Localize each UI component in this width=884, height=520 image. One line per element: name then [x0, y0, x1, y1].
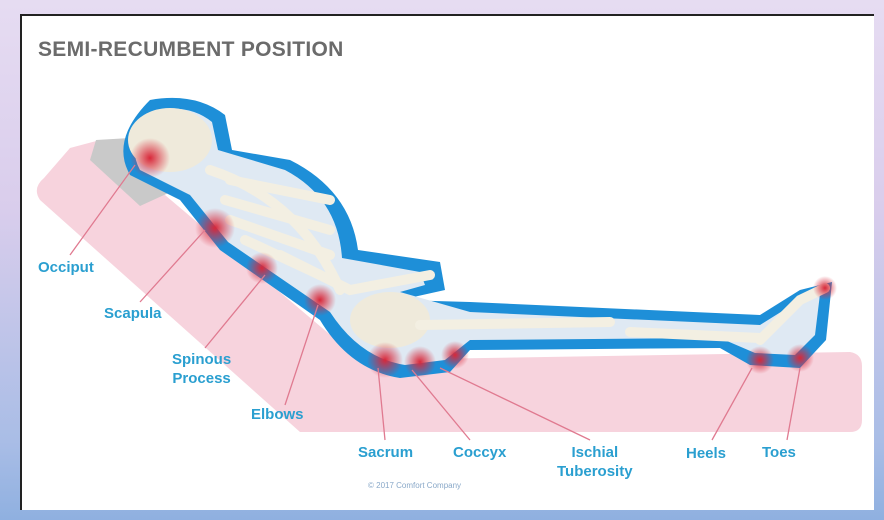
leader-scapula — [139, 229, 206, 303]
copyright: © 2017 Comfort Company — [368, 481, 462, 490]
ribs — [220, 175, 335, 280]
mattress — [36, 140, 863, 432]
pressure-sacrum — [367, 342, 403, 378]
pressure-scapula — [195, 208, 235, 248]
leader-occiput — [69, 164, 136, 256]
pressure-toe-tip — [813, 276, 837, 300]
leader-lines — [69, 164, 801, 441]
label-toes: Toes — [762, 444, 796, 461]
label-occiput: Occiput — [38, 259, 94, 276]
label-ischial-line2: Tuberosity — [557, 463, 633, 480]
pressure-coccyx — [404, 346, 436, 378]
label-scapula: Scapula — [104, 305, 162, 322]
pressure-spinous-process — [246, 252, 278, 284]
leader-elbows — [284, 304, 319, 406]
body-outline — [123, 97, 833, 378]
pressure-elbows — [304, 284, 336, 316]
label-ischial-tuberosity: Ischial Tuberosity — [557, 443, 633, 481]
label-coccyx: Coccyx — [453, 444, 507, 461]
label-elbows: Elbows — [251, 406, 304, 423]
leader-toes — [786, 367, 801, 441]
diagram-title: SEMI-RECUMBENT POSITION — [38, 38, 344, 61]
label-spinous-line1: Spinous — [172, 351, 232, 368]
pressure-heels — [746, 346, 774, 374]
arm — [275, 250, 435, 296]
pressure-occiput — [130, 138, 170, 178]
leg — [415, 317, 765, 343]
pelvis — [350, 292, 430, 348]
leader-spinous — [204, 274, 266, 349]
pressure-toes — [786, 344, 814, 372]
label-heels: Heels — [686, 445, 727, 462]
leader-heels — [711, 367, 753, 441]
pressure-ischial — [441, 341, 469, 369]
leader-coccyx — [411, 369, 471, 441]
label-spinous-process: Spinous Process — [172, 350, 231, 388]
leader-ischial — [439, 367, 591, 441]
label-ischial-line1: Ischial — [571, 444, 619, 461]
label-spinous-line2: Process — [172, 370, 231, 387]
leader-sacrum — [377, 367, 386, 441]
pressure-points — [130, 138, 837, 378]
label-sacrum: Sacrum — [358, 444, 414, 461]
